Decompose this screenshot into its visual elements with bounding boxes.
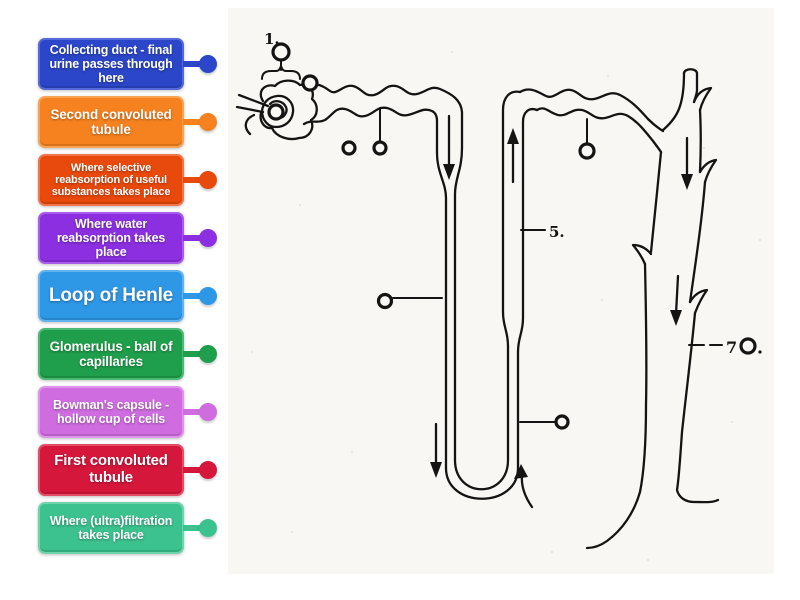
label-text: Where selective reabsorption of useful s… [51, 161, 171, 199]
connector-stub [183, 293, 200, 299]
label-card-body[interactable]: Collecting duct - final urine passes thr… [38, 38, 184, 90]
drop-zone[interactable] [376, 292, 394, 310]
drop-zone[interactable] [739, 337, 757, 355]
flow-arrows [434, 114, 689, 509]
drop-zone[interactable] [578, 142, 596, 160]
label-card[interactable]: Where water reabsorption takes place [38, 212, 217, 264]
label-card-body[interactable]: Second convoluted tubule [38, 96, 184, 148]
label-card-body[interactable]: Where selective reabsorption of useful s… [38, 154, 184, 206]
connector-stub [183, 119, 200, 125]
drop-zone[interactable] [372, 140, 388, 156]
drop-zone[interactable] [301, 74, 319, 92]
label-card[interactable]: Bowman's capsule - hollow cup of cells [38, 386, 217, 438]
drag-handle-dot[interactable] [199, 287, 217, 305]
ascending-limb [501, 90, 539, 354]
label-card[interactable]: Loop of Henle [38, 270, 217, 322]
label-text: Collecting duct - final urine passes thr… [49, 43, 173, 85]
label-text: Where (ultra)filtration takes place [49, 514, 173, 542]
label-card-body[interactable]: Where (ultra)filtration takes place [38, 502, 184, 554]
label-text: Bowman's capsule - hollow cup of cells [52, 398, 170, 426]
descending-limb [435, 146, 464, 470]
second-convoluted-tubule [518, 88, 665, 154]
drop-zone[interactable] [554, 414, 570, 430]
number-5: 5. [549, 223, 565, 241]
connector-stub [183, 177, 200, 183]
connector-stub [183, 351, 200, 357]
connector-stub [183, 467, 200, 473]
paper-specks [251, 51, 761, 561]
connector-stub [183, 525, 200, 531]
label-card[interactable]: First convoluted tubule [38, 444, 217, 496]
connector-stub [183, 61, 200, 67]
drop-zones [267, 42, 757, 430]
question-numbers: 1. 5. 7 [264, 30, 762, 357]
drag-handle-dot[interactable] [199, 519, 217, 537]
drop-zone[interactable] [341, 140, 357, 156]
arterioles [235, 93, 270, 136]
label-card-body[interactable]: Glomerulus - ball of capillaries [38, 328, 184, 380]
connector-stub [183, 235, 200, 241]
drag-handle-dot[interactable] [199, 229, 217, 247]
drag-handle-dot[interactable] [199, 113, 217, 131]
scanned-paper-background [228, 8, 774, 574]
label-card[interactable]: Second convoluted tubule [38, 96, 217, 148]
drag-handle-dot[interactable] [199, 55, 217, 73]
label-card[interactable]: Glomerulus - ball of capillaries [38, 328, 217, 380]
label-card[interactable]: Collecting duct - final urine passes thr… [38, 38, 217, 90]
label-card[interactable]: Where (ultra)filtration takes place [38, 502, 217, 554]
labels-column: Collecting duct - final urine passes thr… [38, 38, 217, 554]
label-card-body[interactable]: Where water reabsorption takes place [38, 212, 184, 264]
label-text: Where water reabsorption takes place [56, 217, 166, 259]
collecting-duct [585, 68, 720, 550]
drag-handle-dot[interactable] [199, 345, 217, 363]
label-card-body[interactable]: First convoluted tubule [38, 444, 184, 496]
drop-zone[interactable] [271, 42, 291, 62]
brace-under-zone-1 [261, 62, 301, 80]
number-7: 7 [726, 338, 737, 357]
drag-handle-dot[interactable] [199, 461, 217, 479]
label-card[interactable]: Where selective reabsorption of useful s… [38, 154, 217, 206]
period-dot [758, 350, 762, 354]
label-text: Loop of Henle [48, 285, 174, 307]
label-card-body[interactable]: Bowman's capsule - hollow cup of cells [38, 386, 184, 438]
loop-of-henle-bend [444, 344, 520, 500]
label-text: Second convoluted tubule [50, 106, 172, 137]
zone-pointer-lines [261, 60, 723, 423]
drop-zone[interactable] [267, 103, 285, 121]
drag-handle-dot[interactable] [199, 171, 217, 189]
label-text: Glomerulus - ball of capillaries [49, 338, 173, 369]
label-text: First convoluted tubule [54, 452, 168, 486]
connector-stub [183, 409, 200, 415]
label-card-body[interactable]: Loop of Henle [38, 270, 184, 322]
nephron-ink-drawing [235, 68, 720, 550]
drag-handle-dot[interactable] [199, 403, 217, 421]
